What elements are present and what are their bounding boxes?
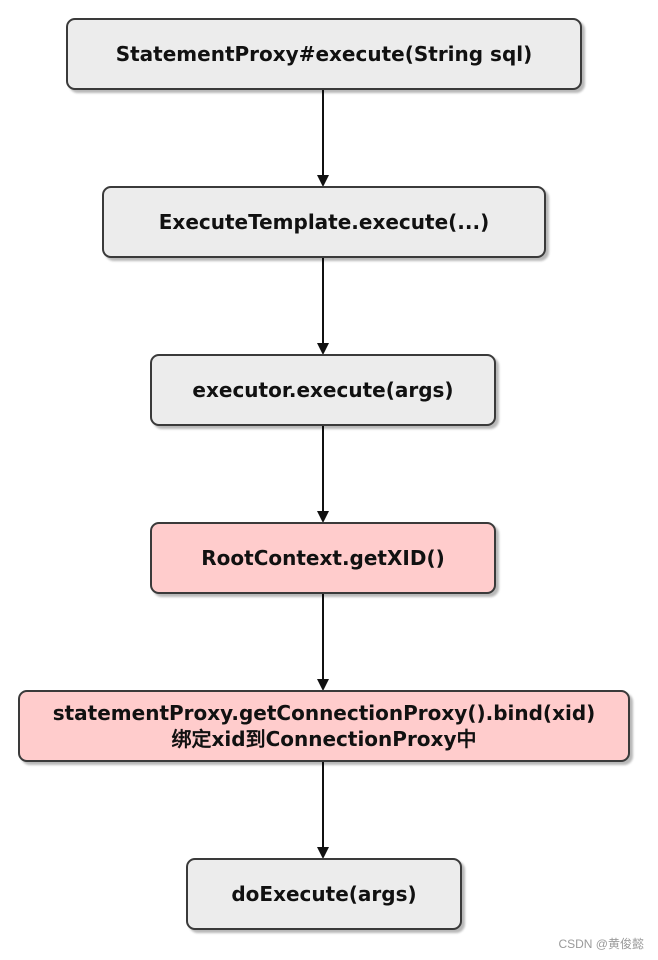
node-do-execute: doExecute(args) [186, 858, 462, 930]
watermark: CSDN @黄俊懿 [558, 937, 644, 951]
node-label: ExecuteTemplate.execute(...) [158, 210, 490, 234]
node-label: executor.execute(args) [192, 378, 454, 402]
node-label: RootContext.getXID() [201, 546, 445, 570]
node-execute-template: ExecuteTemplate.execute(...) [102, 186, 546, 258]
node-executor-execute: executor.execute(args) [150, 354, 496, 426]
node-root-context-getxid: RootContext.getXID() [150, 522, 496, 594]
node-label: doExecute(args) [231, 882, 417, 906]
node-label: StatementProxy#execute(String sql) [115, 42, 533, 66]
node-statement-proxy-execute: StatementProxy#execute(String sql) [66, 18, 582, 90]
node-bind-xid: statementProxy.getConnectionProxy().bind… [18, 690, 630, 762]
node-label: statementProxy.getConnectionProxy().bind… [52, 701, 596, 725]
node-label-secondary: 绑定xid到ConnectionProxy中 [171, 727, 477, 751]
